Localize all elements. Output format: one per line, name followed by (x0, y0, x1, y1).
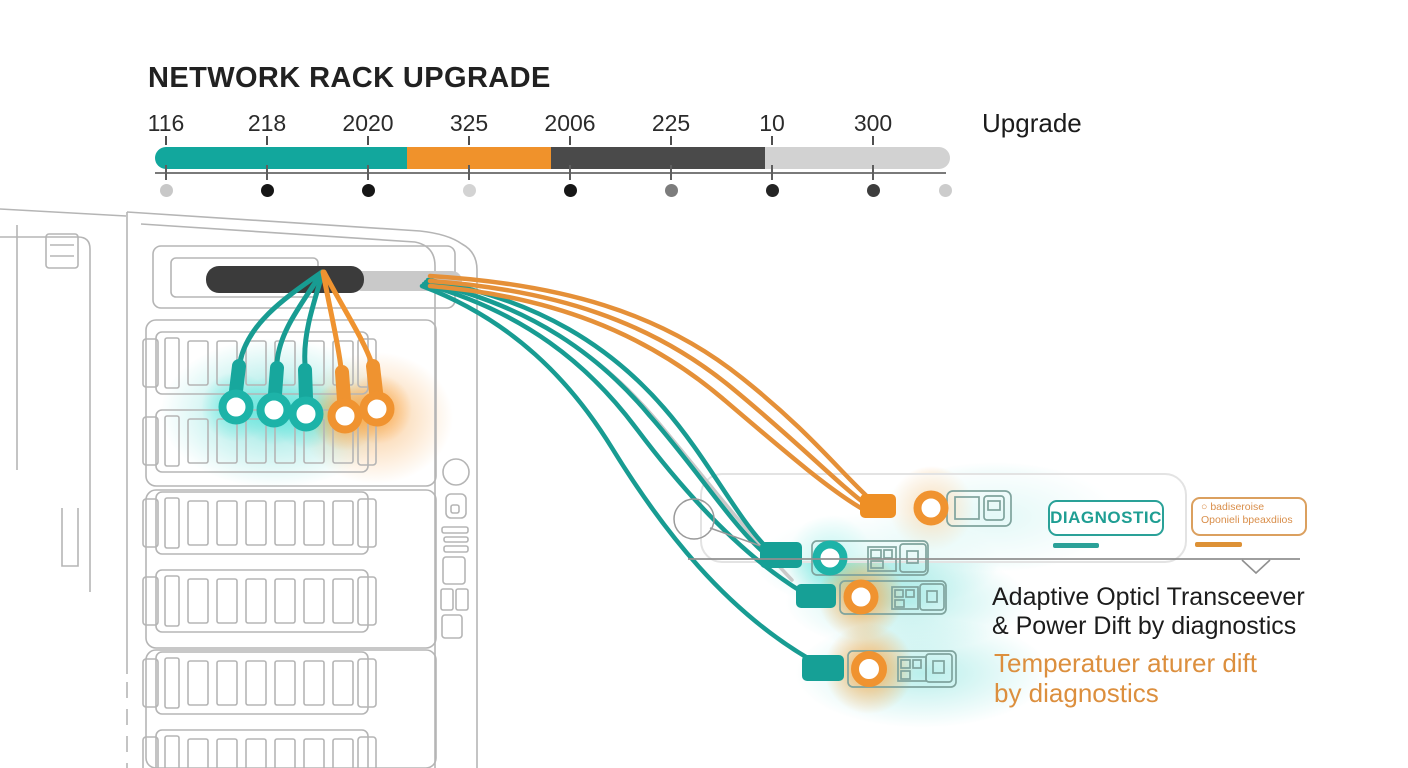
timeline-dot (563, 184, 577, 197)
timeline-dot (664, 184, 678, 197)
timeline-tick (165, 136, 167, 145)
timeline-tick (367, 136, 369, 145)
timeline-tick (670, 136, 672, 145)
teal-connector-ball (288, 396, 324, 432)
timeline-bar (155, 147, 950, 169)
port-bar-dark (206, 266, 364, 293)
orange-cable (427, 273, 875, 504)
timeline-dot (260, 184, 274, 197)
annotation-orange: Temperatuer aturer dift by diagnostics (994, 648, 1258, 709)
rack-cabinet-frame (126, 211, 478, 768)
orange-connector-ball (359, 391, 395, 427)
orange-transceiver-ball (913, 490, 949, 526)
timeline-segment-teal (155, 147, 407, 169)
orange-connector-ball (327, 398, 363, 434)
annotation-dark-line2: & Power Dift by diagnostics (992, 612, 1297, 640)
orange-badge-line1: badiseroise (1210, 501, 1265, 513)
teal-transceiver-ball (812, 540, 848, 576)
timeline-tick (569, 136, 571, 145)
timeline-tick (872, 165, 874, 180)
timeline-tick (872, 136, 874, 145)
transceiver-1-orange (860, 490, 1012, 527)
timeline-tick-label: 2006 (544, 110, 596, 136)
orange-cable (427, 283, 869, 514)
orange-badge-line2: Oponieli bpeaxdiios (1201, 514, 1293, 527)
timeline-tick (670, 165, 672, 180)
rack-control-strip (440, 458, 470, 639)
down-triangle-icon (1241, 559, 1271, 575)
orange-transceiver-ball (851, 651, 887, 687)
teal-cable (425, 277, 769, 550)
teal-underline (1053, 543, 1099, 548)
annotation-dark: Adaptive Opticl Transceever & Power Dift… (992, 583, 1305, 641)
upgrade-label: Upgrade (982, 108, 1082, 138)
timeline-tick-label: 10 (759, 110, 785, 136)
fiber-cables-right (419, 273, 875, 668)
panel-base-line (688, 558, 1300, 575)
teal-connector-ball (218, 389, 254, 425)
timeline-tick (367, 165, 369, 180)
timeline-tick (266, 136, 268, 145)
annotation-orange-line1: Temperatuer aturer dift (994, 648, 1258, 678)
timeline-tick-label: 225 (651, 110, 691, 136)
timeline-dot (938, 184, 952, 197)
timeline-tick (468, 165, 470, 180)
transceiver-3-orange (796, 579, 947, 615)
transceiver-2-teal (760, 540, 929, 576)
left-wall-lines (0, 208, 127, 592)
orange-badge: ○ badiseroise Oponieli bpeaxdiios (1191, 497, 1307, 536)
timeline-dot (462, 184, 476, 197)
timeline-tick (771, 136, 773, 145)
glowing-connectors (218, 359, 395, 434)
transceiver-4-orange (802, 650, 957, 688)
timeline-tick (569, 165, 571, 180)
circle-icon: ○ (1201, 501, 1208, 513)
annotation-dark-line1: Adaptive Opticl Transceever (992, 583, 1305, 611)
timeline-segment-dark-gray (551, 147, 765, 169)
timeline-dot (159, 184, 173, 197)
timeline-tick (468, 136, 470, 145)
timeline-tick-label: 325 (449, 110, 489, 136)
orange-underline (1195, 542, 1242, 547)
orange-cable (427, 278, 871, 509)
timeline-tick (771, 165, 773, 180)
page-title: NETWORK RACK UPGRADE (148, 62, 551, 94)
timeline-tick-label: 116 (147, 110, 185, 136)
rack-server-rows (142, 319, 437, 768)
teal-cable (419, 283, 823, 668)
orange-transceiver-ball (843, 579, 879, 615)
timeline-segment-light-gray (765, 147, 950, 169)
timeline-baseline (155, 172, 946, 174)
diagnostic-badge-label: DIAGNOSTIC (1050, 508, 1162, 527)
timeline-dot (361, 184, 375, 197)
timeline-tick (266, 165, 268, 180)
timeline-tick-label: 2020 (342, 110, 394, 136)
annotation-orange-line2: by diagnostics (994, 677, 1159, 708)
timeline-segment-orange (407, 147, 551, 169)
teal-cable (421, 281, 805, 595)
timeline-tick-label: 300 (853, 110, 893, 136)
timeline-dot (866, 184, 880, 197)
teal-cable (423, 279, 765, 554)
timeline-dot (765, 184, 779, 197)
timeline-tick (165, 165, 167, 180)
diagnostic-badge: DIAGNOSTIC (1048, 500, 1164, 536)
teal-connector-ball (256, 392, 292, 428)
timeline-tick-label: 218 (247, 110, 287, 136)
